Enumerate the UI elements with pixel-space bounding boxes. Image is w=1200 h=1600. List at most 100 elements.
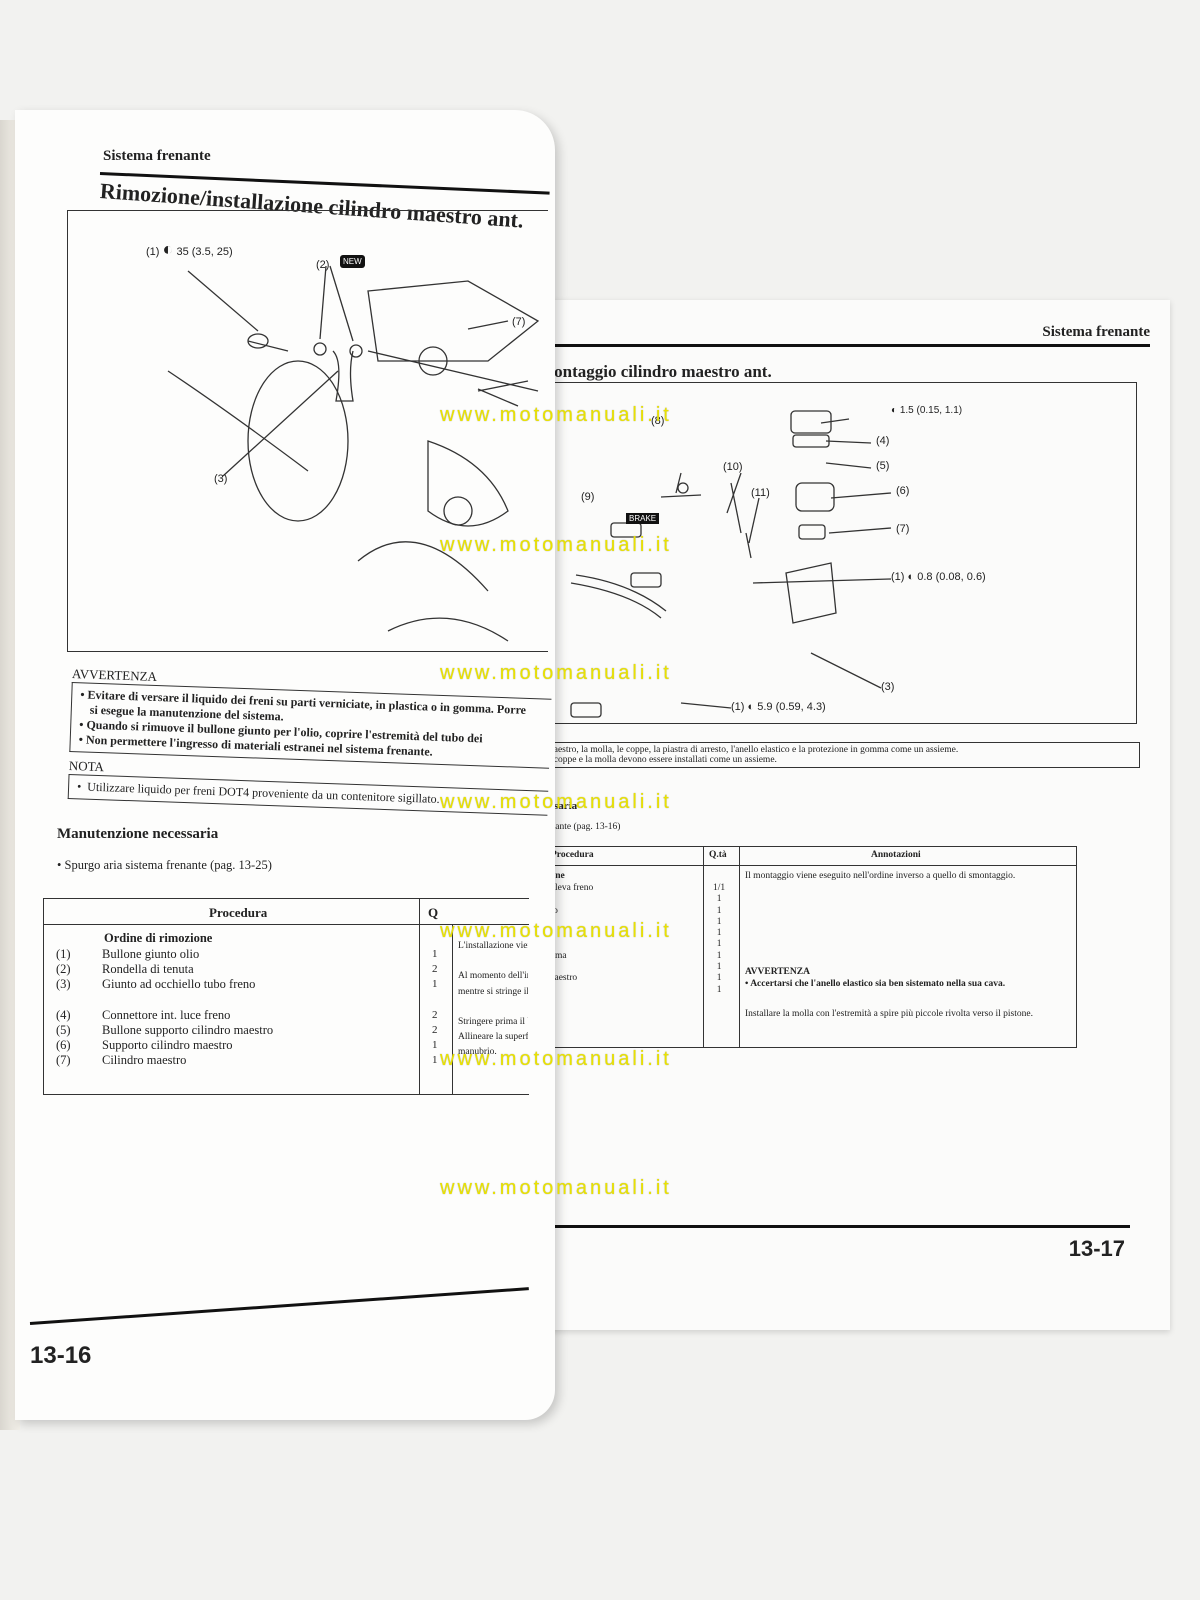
left-row-num: (3) <box>56 977 71 992</box>
right-table-warning-title: AVVERTENZA <box>745 967 810 977</box>
left-row-num: (2) <box>56 962 71 977</box>
watermark: www.motomanuali.it <box>440 1048 672 1070</box>
left-row-qty: 1 <box>432 948 438 960</box>
torque-icon: ◐ <box>907 571 915 583</box>
l-callout-7: (7) <box>512 316 526 328</box>
left-col-procedure: Procedura <box>209 905 268 920</box>
right-row-qty: 1 <box>716 973 722 984</box>
left-row-qty: 1 <box>432 1039 438 1052</box>
right-row-qty: 1 <box>716 894 722 905</box>
left-table-header-rule <box>44 924 529 925</box>
left-row-num: (1) <box>56 947 71 961</box>
left-rows-numbers: (1) (2) (3) (4) (5) (6) (7) <box>56 947 71 1069</box>
right-row-qty: 1 <box>716 962 722 973</box>
right-row-qty: 1/1 <box>713 883 726 893</box>
left-diagram-box: (1) ◐ 35 (3.5, 25) (2) NEW (7) (3) <box>67 210 548 652</box>
left-row-note: mentre si stringe il bullone <box>458 986 528 997</box>
torque-icon: ◐ <box>162 239 174 259</box>
l-callout-2: (2) <box>316 259 330 271</box>
right-row-qty: 1 <box>716 984 722 995</box>
l-callout-1: (1) ◐ 35 (3.5, 25) <box>146 239 233 259</box>
left-row-num <box>56 993 71 1008</box>
left-row-num: (7) <box>56 1053 71 1068</box>
left-row-num: (5) <box>56 1023 71 1038</box>
left-row-name: Bullone supporto cilindro maestro <box>102 1023 274 1038</box>
left-page: Sistema frenante Rimozione/installazione… <box>15 110 555 1420</box>
right-rows-qty: 1/1 1 1 1 1 1 1 1 1 1 <box>713 883 725 996</box>
r-callout-11: (11) <box>751 487 770 499</box>
right-note-2: o, le coppe e la molla devono essere ins… <box>535 755 777 765</box>
right-row-qty: 1 <box>716 905 722 916</box>
left-procedure-table: Procedura Q Ordine di rimozione (1) (2) … <box>43 898 529 1095</box>
brake-fluid-icon: BRAKE <box>626 513 660 524</box>
left-row-note <box>458 954 528 969</box>
watermark: www.motomanuali.it <box>440 662 672 684</box>
master-cylinder-exploded-diagram <box>570 410 892 718</box>
left-row-qty: 1 <box>432 1054 438 1067</box>
r-callout-6: (6) <box>896 485 910 497</box>
left-row-qty: 2 <box>432 1024 438 1037</box>
right-col-procedure: Procedura <box>551 850 594 860</box>
right-header: Sistema frenante <box>1042 324 1150 340</box>
right-row-name: perno leva freno <box>531 883 594 893</box>
watermark: www.motomanuali.it <box>440 920 672 942</box>
right-col-qty: Q.tà <box>709 850 727 860</box>
left-rows-qty: 1 2 1 2 2 1 1 <box>432 947 438 1069</box>
torque-icon: ◐ <box>891 405 898 416</box>
left-row-num: (6) <box>56 1038 71 1053</box>
left-row-note <box>458 1000 528 1015</box>
r-callout-8: (8) <box>651 415 665 427</box>
left-row-num: (4) <box>56 1007 71 1022</box>
l-callout-3: (3) <box>214 473 228 485</box>
left-page-number: 13-16 <box>30 1342 92 1369</box>
left-row-name: Cilindro maestro <box>102 1053 187 1068</box>
left-row-name: Giunto ad occhiello tubo freno <box>102 977 256 992</box>
right-row-qty: 1 <box>716 916 722 927</box>
r-callout-3: (3) <box>881 681 895 693</box>
right-row-qty: 1 <box>716 928 722 939</box>
right-header-rule <box>530 344 1150 347</box>
right-table-header-rule <box>531 865 1076 866</box>
left-row-name: Supporto cilindro maestro <box>102 1038 233 1053</box>
left-maintenance-item: • Spurgo aria sistema frenante (pag. 13-… <box>57 858 272 872</box>
torque-icon: ◐ <box>747 701 755 713</box>
handlebar-master-cylinder-diagram <box>167 265 540 642</box>
left-footer-rule <box>29 1287 529 1325</box>
right-row-qty: 1 <box>716 950 722 961</box>
left-col-qty: Q <box>428 905 439 920</box>
left-table-col-sep-2 <box>452 925 453 1094</box>
left-row-name: Bullone giunto olio <box>102 947 200 961</box>
right-procedure-table: Procedura Q.tà Annotazioni mozione perno… <box>530 846 1077 1048</box>
left-rows-notes: L'installazione viene eseguita Al moment… <box>458 939 528 1061</box>
left-row-qty: 1 <box>432 978 438 991</box>
r-callout-9: (9) <box>581 491 595 503</box>
left-row-name <box>102 993 273 1008</box>
left-row-name: Rondella di tenuta <box>102 962 194 977</box>
right-footer-rule <box>530 1225 1130 1228</box>
left-row-qty <box>432 993 438 1008</box>
right-row-qty: 1 <box>716 939 722 950</box>
left-row-note: Allineare la superficie <box>458 1032 528 1043</box>
left-row-qty: 2 <box>432 1008 438 1021</box>
left-row-qty: 2 <box>432 963 438 976</box>
right-page: Sistema frenante montaggio cilindro maes… <box>530 300 1170 1330</box>
right-spring-note: Installare la molla con l'estremità a sp… <box>745 1009 1033 1019</box>
right-page-number: 13-17 <box>1068 1236 1125 1261</box>
right-table-col-sep-1 <box>703 847 704 1047</box>
r-callout-7: (7) <box>896 523 910 535</box>
right-note-1: ne maestro, la molla, le coppe, la piast… <box>535 745 959 755</box>
right-col-notes: Annotazioni <box>871 850 921 860</box>
watermark: www.motomanuali.it <box>440 534 672 556</box>
right-maintenance-item: frenante (pag. 13-16) <box>540 822 621 832</box>
right-title: montaggio cilindro maestro ant. <box>540 362 772 381</box>
right-table-warning-text: • Accertarsi che l'anello elastico sia b… <box>745 979 1006 989</box>
r-callout-1b: (1) ◐ 0.8 (0.08, 0.6) <box>891 571 986 583</box>
r-callout-1a: ◐ 1.5 (0.15, 1.1) <box>891 405 963 416</box>
left-header: Sistema frenante <box>103 148 211 164</box>
r-callout-4: (4) <box>876 435 890 447</box>
watermark: www.motomanuali.it <box>440 1177 672 1199</box>
r-callout-5: (5) <box>876 460 890 472</box>
left-row-name: Connettore int. luce freno <box>102 1007 231 1022</box>
right-note-main: Il montaggio viene eseguito nell'ordine … <box>745 871 1016 881</box>
left-row-note: Stringere prima il bullone <box>458 1017 528 1028</box>
